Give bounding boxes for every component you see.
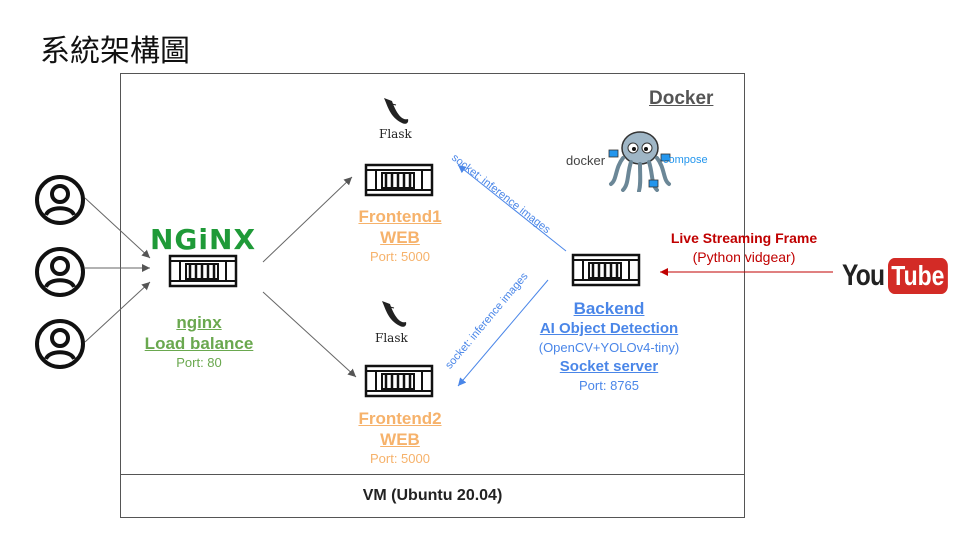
container-icon bbox=[168, 254, 238, 288]
backend-server: Socket server bbox=[559, 358, 659, 375]
youtube-you: You bbox=[842, 259, 885, 292]
docker-label: Docker bbox=[649, 88, 714, 109]
arrow-user1-nginx bbox=[84, 197, 151, 259]
frontend1-label-group: Frontend1 WEB Port: 5000 bbox=[358, 206, 441, 266]
docker-compose-logo: docker compose bbox=[566, 128, 708, 192]
frontend1-role: WEB bbox=[380, 228, 420, 247]
frontend1-name: Frontend1 bbox=[358, 207, 442, 226]
arrow-backend-frontend2 bbox=[457, 279, 549, 387]
vm-box: VM (Ubuntu 20.04) bbox=[120, 474, 745, 518]
backend-detail: (OpenCV+YOLOv4-tiny) bbox=[538, 340, 680, 355]
flask-label: Flask bbox=[375, 331, 408, 345]
live-stream-title: Live Streaming Frame bbox=[670, 230, 818, 246]
backend-port: Port: 8765 bbox=[579, 378, 639, 393]
docker-compose-left: docker bbox=[566, 152, 606, 168]
container-icon bbox=[364, 364, 434, 398]
frontend2-label-group: Frontend2 WEB Port: 5000 bbox=[358, 408, 441, 468]
arrow-user3-nginx bbox=[84, 281, 151, 343]
container-icon bbox=[571, 253, 641, 287]
user-icon bbox=[35, 175, 85, 225]
arrow-nginx-frontend1 bbox=[262, 176, 353, 263]
frontend2-role: WEB bbox=[380, 430, 420, 449]
flask-horn-icon bbox=[384, 98, 409, 124]
arrow-backend-frontend1 bbox=[457, 164, 567, 252]
page-title: 系統架構圖 bbox=[40, 34, 190, 69]
vm-label: VM (Ubuntu 20.04) bbox=[362, 487, 503, 504]
backend-role: AI Object Detection bbox=[539, 320, 679, 337]
docker-compose-right: compose bbox=[663, 154, 708, 166]
nginx-logo: NGiNX bbox=[150, 223, 257, 256]
youtube-logo: You Tube bbox=[842, 258, 960, 294]
frontend2-port: Port: 5000 bbox=[369, 451, 430, 466]
backend-name: Backend bbox=[573, 299, 645, 318]
flask-horn-icon bbox=[382, 301, 407, 327]
user-icon bbox=[35, 247, 85, 297]
nginx-name: nginx bbox=[176, 313, 222, 332]
frontend1-port: Port: 5000 bbox=[369, 249, 430, 264]
arrow-nginx-frontend2 bbox=[262, 291, 357, 378]
nginx-role: Load balance bbox=[144, 334, 254, 353]
youtube-tube: Tube bbox=[888, 258, 948, 294]
nginx-label-group: nginx Load balance Port: 80 bbox=[145, 312, 254, 372]
container-icon bbox=[364, 163, 434, 197]
backend-label-group: Backend AI Object Detection (OpenCV+YOLO… bbox=[539, 298, 680, 395]
user-icon bbox=[35, 319, 85, 369]
nginx-port: Port: 80 bbox=[176, 355, 222, 370]
live-stream-subtitle: (Python vidgear) bbox=[692, 249, 796, 265]
frontend2-name: Frontend2 bbox=[358, 409, 442, 428]
octopus-icon bbox=[608, 131, 672, 192]
flask-label: Flask bbox=[379, 127, 412, 141]
